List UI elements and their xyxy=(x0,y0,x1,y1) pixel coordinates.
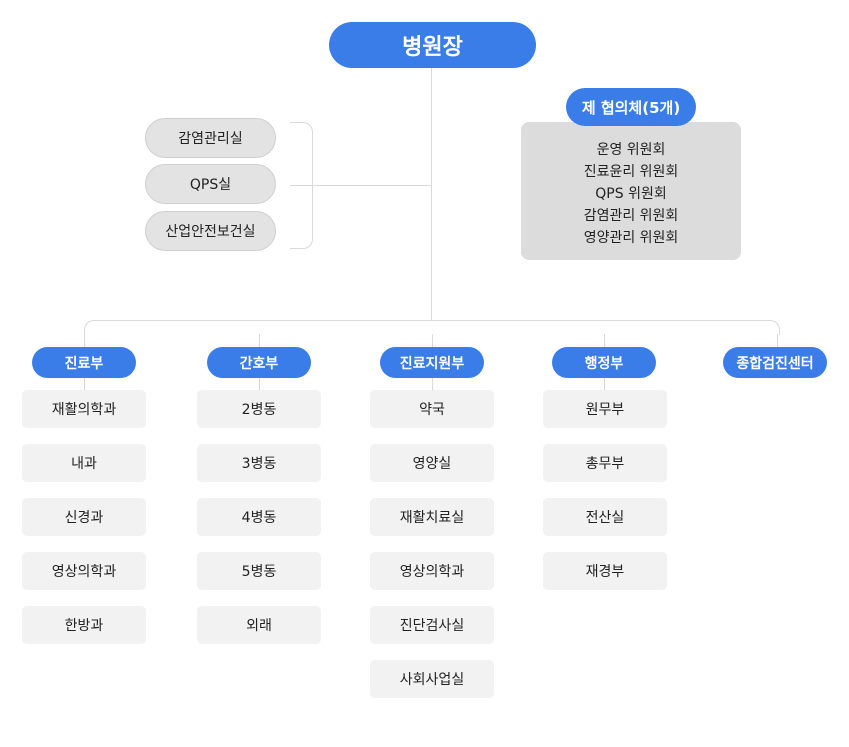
unit-node: 5병동 xyxy=(197,552,321,590)
department-node: 간호부 xyxy=(207,347,311,378)
unit-node: 내과 xyxy=(22,444,146,482)
unit-node: 사회사업실 xyxy=(370,660,494,698)
connector xyxy=(290,185,431,186)
root-node: 병원장 xyxy=(329,22,536,68)
unit-node: 신경과 xyxy=(22,498,146,536)
committee-item: 감염관리 위원회 xyxy=(583,208,679,224)
staff-bracket xyxy=(290,122,313,249)
committee-item: QPS 위원회 xyxy=(595,186,667,202)
committee-title: 제 협의체(5개) xyxy=(566,88,696,126)
unit-node: 영상의학과 xyxy=(22,552,146,590)
unit-node: 재활치료실 xyxy=(370,498,494,536)
committee-item: 운영 위원회 xyxy=(596,142,666,158)
unit-node: 영양실 xyxy=(370,444,494,482)
unit-node: 4병동 xyxy=(197,498,321,536)
department-node: 행정부 xyxy=(552,347,656,378)
committee-item: 영양관리 위원회 xyxy=(583,230,679,246)
connector xyxy=(84,320,780,335)
department-node: 진료지원부 xyxy=(380,347,484,378)
unit-node: 3병동 xyxy=(197,444,321,482)
unit-node: 원무부 xyxy=(543,390,667,428)
unit-node: 한방과 xyxy=(22,606,146,644)
staff-node: 감염관리실 xyxy=(145,118,276,158)
department-node: 진료부 xyxy=(32,347,136,378)
unit-node: 재경부 xyxy=(543,552,667,590)
unit-node: 전산실 xyxy=(543,498,667,536)
unit-node: 진단검사실 xyxy=(370,606,494,644)
unit-node: 약국 xyxy=(370,390,494,428)
department-node: 종합검진센터 xyxy=(723,347,827,378)
unit-node: 외래 xyxy=(197,606,321,644)
connector xyxy=(431,68,432,320)
connector xyxy=(777,334,778,347)
unit-node: 2병동 xyxy=(197,390,321,428)
committee-item: 진료윤리 위원회 xyxy=(583,164,679,180)
unit-node: 영상의학과 xyxy=(370,552,494,590)
unit-node: 총무부 xyxy=(543,444,667,482)
unit-node: 재활의학과 xyxy=(22,390,146,428)
staff-node: 산업안전보건실 xyxy=(145,211,276,251)
staff-node: QPS실 xyxy=(145,164,276,204)
